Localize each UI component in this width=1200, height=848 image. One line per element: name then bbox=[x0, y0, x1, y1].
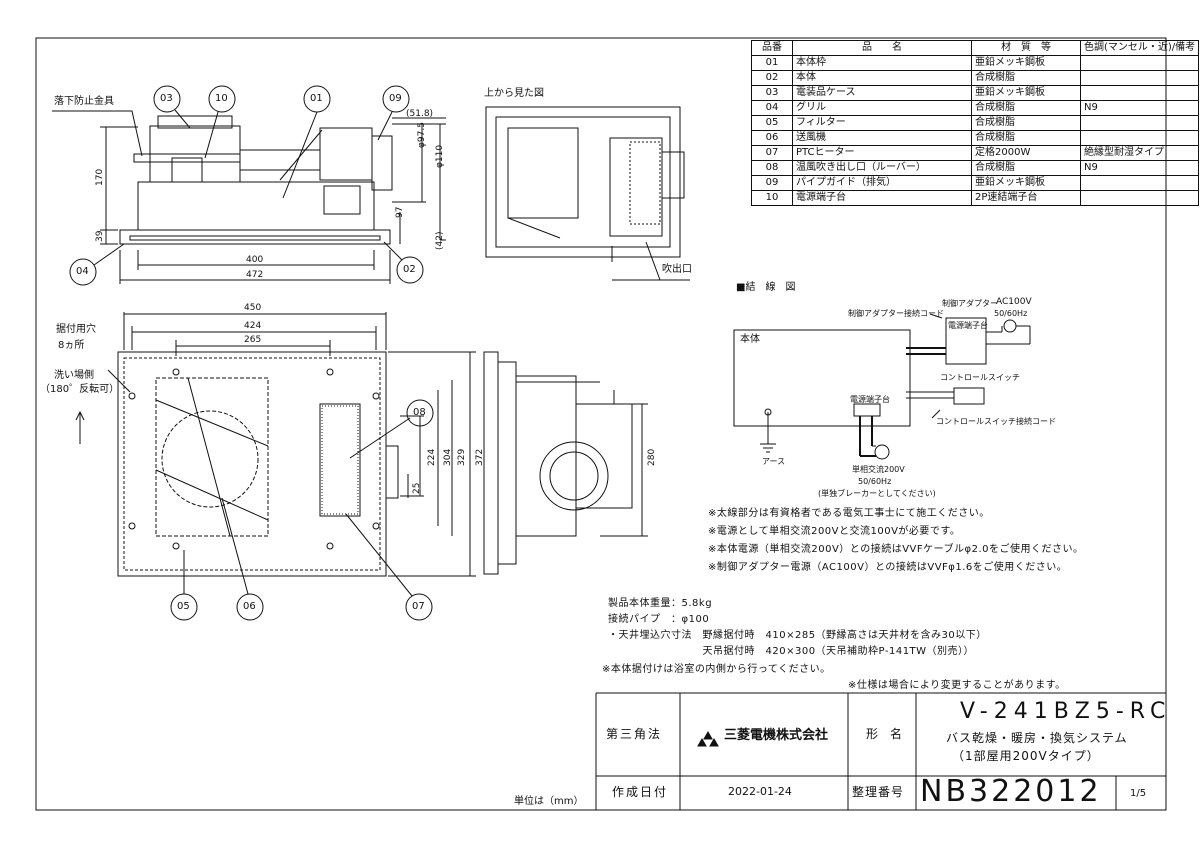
spec-change-note: ※仕様は場合により変更することがあります。 bbox=[848, 680, 1066, 691]
dim-224: 224 bbox=[427, 448, 437, 466]
title-block-lines bbox=[595, 692, 1166, 810]
model-number: V-241BZ5-RC bbox=[960, 699, 1172, 724]
dim-329: 329 bbox=[457, 448, 467, 466]
dim-372: 372 bbox=[475, 448, 485, 466]
adapter-terminal-label: 電源端子台 bbox=[948, 321, 988, 330]
product-line-2: （1部屋用200Vタイプ） bbox=[952, 749, 1100, 763]
dim-472: 472 bbox=[246, 270, 264, 280]
model-label: 形 名 bbox=[866, 727, 903, 741]
mount-holes-label: 据付用穴 bbox=[56, 324, 96, 335]
dim-304: 304 bbox=[443, 448, 453, 466]
callout-07: 07 bbox=[412, 601, 425, 612]
breaker-label: (単独ブレーカーとしてください) bbox=[818, 489, 936, 498]
note-line: ※電源として単相交流200Vと交流100Vが必要です。 bbox=[708, 526, 961, 537]
dim-97-5: φ97.5 bbox=[417, 122, 427, 148]
wiring-body-label: 本体 bbox=[740, 334, 760, 345]
note-line: ※太線部分は有資格者である電気工事士にて施工ください。 bbox=[708, 508, 990, 519]
date-value: 2022-01-24 bbox=[728, 785, 792, 798]
dim-265: 265 bbox=[244, 335, 262, 345]
dim-39: 39 bbox=[95, 230, 105, 242]
company-name: 三菱電機株式会社 bbox=[724, 728, 829, 743]
callout-03: 03 bbox=[160, 93, 173, 104]
outlet-label: 吹出口 bbox=[662, 264, 692, 275]
callout-06: 06 bbox=[243, 601, 256, 612]
wash-side-label: 洗い場側 bbox=[54, 370, 94, 381]
power-terminal-label: 電源端子台 bbox=[850, 395, 890, 404]
switch-cord-label: コントロールスイッチ接続コード bbox=[936, 417, 1056, 426]
wiring-diagram-drawing bbox=[733, 313, 1031, 460]
single-phase-label: 単相交流200V bbox=[852, 465, 905, 474]
page-number: 1/5 bbox=[1130, 788, 1147, 799]
spec-line: ※本体据付けは浴室の内側から行ってください。 bbox=[602, 664, 831, 675]
callout-04: 04 bbox=[76, 266, 89, 277]
callout-09: 09 bbox=[389, 93, 402, 104]
dim-42: (42) bbox=[435, 231, 445, 250]
callout-10: 10 bbox=[215, 93, 228, 104]
date-label: 作成日付 bbox=[612, 785, 669, 799]
callout-05: 05 bbox=[177, 601, 190, 612]
callout-08: 08 bbox=[413, 407, 426, 418]
spec-line: ・天井埋込穴寸法 野縁据付時 410×285（野縁高さは天井材を含み30以下） bbox=[608, 630, 987, 641]
adapter-label: 制御アダプター bbox=[942, 299, 998, 308]
ac100-hz-label: 50/60Hz bbox=[994, 309, 1028, 318]
dim-400: 400 bbox=[246, 255, 264, 265]
dim-97: 97 bbox=[395, 206, 405, 218]
wiring-title: ■結 線 図 bbox=[736, 282, 796, 293]
side-view-drawing bbox=[483, 351, 648, 575]
dim-280: 280 bbox=[647, 448, 657, 466]
front-view-drawing bbox=[52, 85, 446, 286]
single-hz-label: 50/60Hz bbox=[858, 477, 892, 486]
dim-450: 450 bbox=[244, 303, 262, 313]
dim-25: 25 bbox=[412, 482, 422, 494]
dim-110: φ110 bbox=[435, 144, 445, 168]
dim-51-8: (51.8) bbox=[406, 109, 434, 119]
fall-guard-label: 落下防止金具 bbox=[54, 96, 114, 107]
spec-line: 接続パイプ ：φ100 bbox=[608, 614, 710, 625]
callout-02: 02 bbox=[403, 264, 416, 275]
control-switch-label: コントロールスイッチ bbox=[940, 373, 1020, 382]
projection-label: 第三角法 bbox=[606, 727, 663, 741]
unit-label: 単位は（mm） bbox=[514, 796, 584, 807]
spec-line: 天吊据付時 420×300（天吊補助枠P-141TW（別売）） bbox=[608, 646, 975, 657]
top-view-title: 上から見た図 bbox=[484, 88, 544, 99]
adapter-cord-label: 制御アダプター接続コード bbox=[848, 309, 944, 318]
dim-424: 424 bbox=[244, 321, 262, 331]
mount-count-label: 8ヵ所 bbox=[58, 340, 85, 351]
ac100-label: AC100V bbox=[996, 297, 1032, 307]
ref-number: NB322012 bbox=[920, 774, 1102, 809]
product-line-1: バス乾燥・暖房・換気システム bbox=[946, 731, 1128, 745]
ref-label: 整理番号 bbox=[852, 785, 905, 799]
spec-line: 製品本体重量：5.8kg bbox=[608, 598, 713, 609]
top-view-drawing bbox=[485, 106, 690, 281]
note-line: ※本体電源（単相交流200V）との接続はVVFケーブルφ2.0をご使用ください。 bbox=[708, 544, 1084, 555]
earth-label: アース bbox=[762, 457, 786, 466]
parts-table-header: 品番 品 名 材 質 等 色調(マンセル・近)/備考 bbox=[751, 40, 1200, 56]
bottom-view-drawing bbox=[75, 312, 476, 621]
note-line: ※制御アダプター電源（AC100V）との接続はVVFφ1.6をご使用ください。 bbox=[708, 562, 1068, 573]
dim-170: 170 bbox=[95, 168, 105, 186]
callout-01: 01 bbox=[310, 93, 323, 104]
rotate-label: （180゜反転可） bbox=[40, 384, 120, 395]
